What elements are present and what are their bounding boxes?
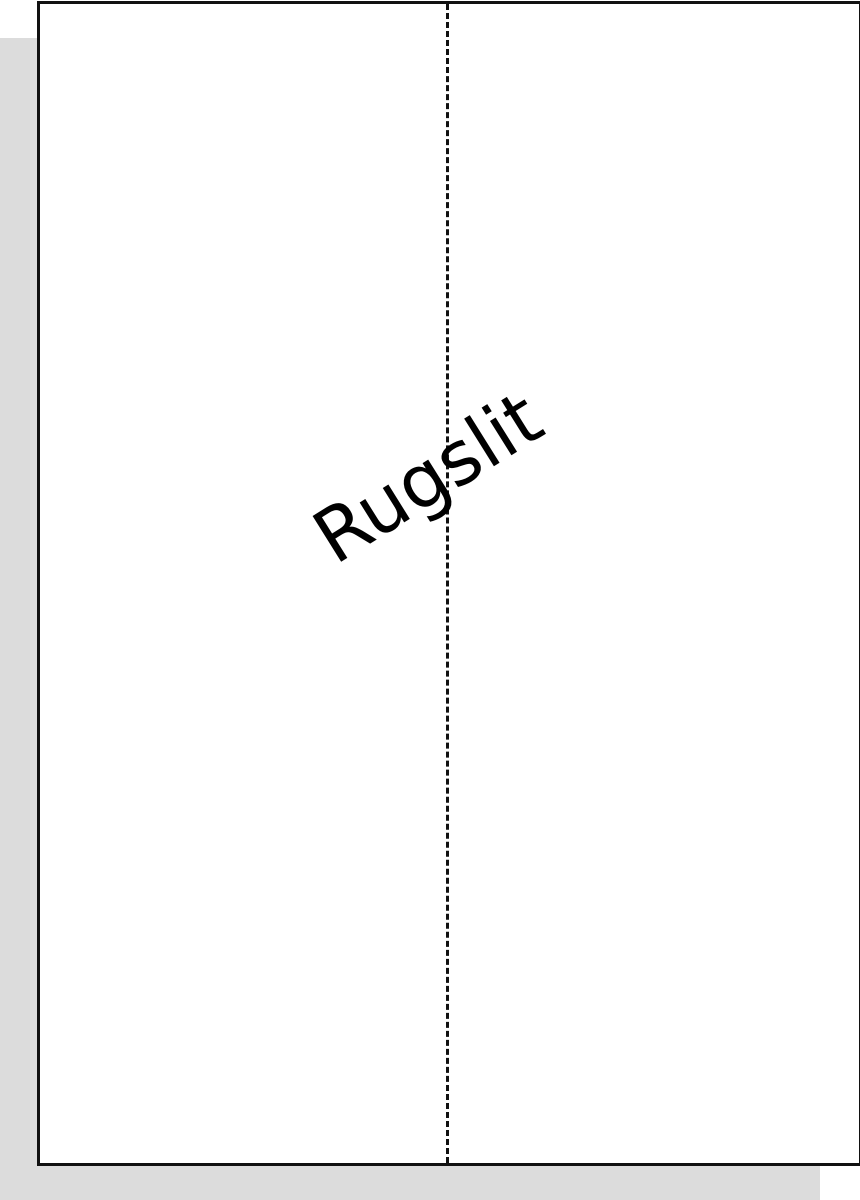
spine-perforation-line xyxy=(446,4,449,1163)
